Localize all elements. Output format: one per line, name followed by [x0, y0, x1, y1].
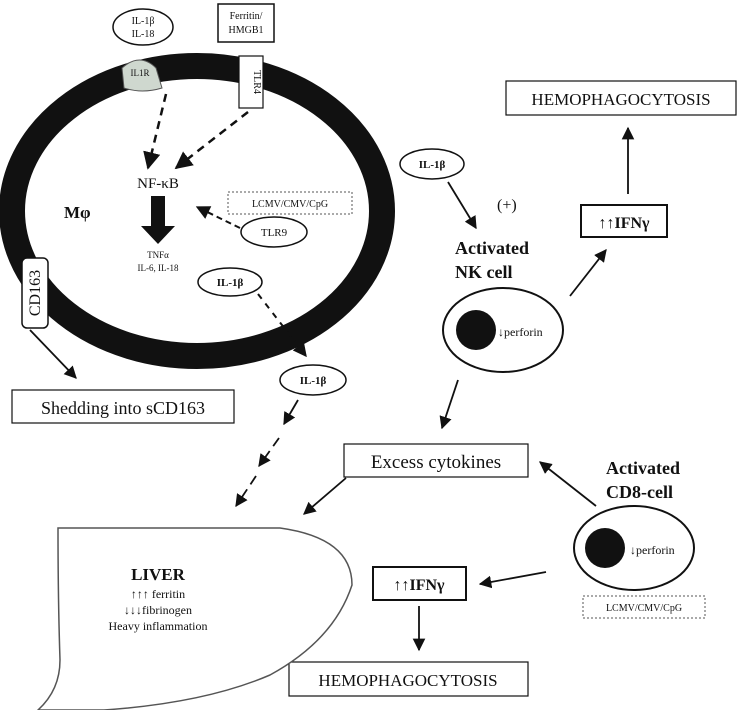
hemo-top-box: HEMOPHAGOCYTOSIS — [505, 80, 737, 116]
big-down-arrow — [141, 196, 175, 244]
il1b-arrow-1 — [283, 399, 299, 426]
macrophage-label: Mφ — [64, 203, 91, 222]
liver-inflammation: Heavy inflammation — [109, 619, 208, 633]
shedding-box: Shedding into sCD163 — [11, 389, 235, 424]
nk-to-excess-arrow — [439, 379, 459, 430]
ifn-top-box: ↑↑IFNγ — [580, 204, 668, 238]
hemo-bottom-label: HEMOPHAGOCYTOSIS — [318, 671, 497, 690]
il1b-inner-oval: IL-1β — [197, 267, 263, 297]
excess-cytokines-box: Excess cytokines — [343, 443, 529, 478]
il1b-out-arrow — [257, 293, 307, 358]
il1r-label: IL1R — [131, 68, 150, 78]
plus-sign: (+) — [497, 197, 517, 214]
nfkb-label: NF-κB — [137, 176, 179, 192]
lcmv-top-box: LCMV/CMV/CpG — [227, 191, 353, 215]
il1b-to-nk-arrow — [447, 181, 477, 230]
tlr9-receptor: TLR9 — [240, 216, 308, 248]
il18-top-label: IL-18 — [132, 29, 155, 40]
il1b-il18-ligand: IL-1β IL-18 — [112, 8, 174, 46]
cd163-receptor: CD163 — [21, 257, 49, 329]
liver-shape — [36, 527, 353, 710]
cd8-to-excess-arrow — [539, 461, 597, 507]
tlr9-label: TLR9 — [261, 227, 288, 239]
il1b-outer-oval: IL-1β — [279, 364, 347, 396]
tlr4-receptor — [238, 55, 264, 109]
ifn-bottom-box: ↑↑IFNγ — [372, 566, 467, 601]
ifn-top-label: ↑↑IFNγ — [598, 215, 650, 232]
macrophage-cell — [0, 53, 395, 369]
nk-title-1: Activated — [455, 238, 529, 258]
liver-fibrinogen: ↓↓↓fibrinogen — [124, 603, 192, 617]
nk-nucleus — [456, 310, 496, 350]
cd163-shedding-arrow — [29, 329, 77, 379]
hemo-top-label: HEMOPHAGOCYTOSIS — [531, 90, 710, 109]
tlr4-label: TLR4 — [251, 70, 262, 94]
tlr4-to-nfkb-arrow — [174, 111, 249, 170]
cd163-label: CD163 — [27, 270, 44, 316]
cd8-nucleus — [585, 528, 625, 568]
tlr9-to-nfkb-arrow — [195, 206, 241, 229]
liver-title: LIVER — [131, 565, 186, 584]
il1b-top-label: IL-1β — [132, 16, 155, 27]
shedding-label: Shedding into sCD163 — [41, 398, 205, 418]
nk-to-ifn-arrow — [569, 249, 607, 297]
cd8-perforin-label: ↓perforin — [630, 543, 675, 557]
il1b-nk-label: IL-1β — [419, 159, 446, 171]
nk-perforin-label: ↓perforin — [498, 325, 543, 339]
excess-cytokines-label: Excess cytokines — [371, 452, 501, 473]
il1b-outer-label: IL-1β — [300, 375, 327, 387]
ifn-bottom-label: ↑↑IFNγ — [393, 577, 445, 594]
cd8-title-1: Activated — [606, 458, 680, 478]
il1b-nk-oval: IL-1β — [399, 148, 465, 180]
ferritin-label: Ferritin/ — [230, 11, 263, 22]
il1b-arrow-3 — [235, 475, 257, 508]
il1r-receptor — [121, 59, 163, 92]
nk-title-2: NK cell — [455, 262, 512, 282]
tnf-label: TNFα — [147, 250, 169, 260]
lcmv-top-label: LCMV/CMV/CpG — [252, 199, 328, 210]
lcmv-bottom-label: LCMV/CMV/CpG — [606, 603, 682, 614]
cd8-to-ifn-arrow — [478, 571, 547, 589]
lcmv-bottom-box: LCMV/CMV/CpG — [582, 595, 706, 619]
liver-ferritin: ↑↑↑ ferritin — [131, 587, 185, 601]
cd8-title-2: CD8-cell — [606, 482, 673, 502]
il1b-inner-label: IL-1β — [217, 277, 244, 289]
il6-il18-label: IL-6, IL-18 — [138, 263, 179, 273]
nk-cell: ↓perforin — [442, 287, 564, 373]
hmgb1-label: HMGB1 — [228, 25, 263, 36]
excess-to-liver-arrow — [303, 477, 347, 515]
cd8-cell: ↓perforin — [573, 505, 695, 591]
il1r-to-nfkb-arrow — [143, 93, 168, 170]
hemo-bottom-box: HEMOPHAGOCYTOSIS — [288, 661, 529, 697]
ferritin-hmgb1-box: Ferritin/ HMGB1 — [217, 3, 275, 43]
il1b-arrow-2 — [258, 437, 280, 468]
